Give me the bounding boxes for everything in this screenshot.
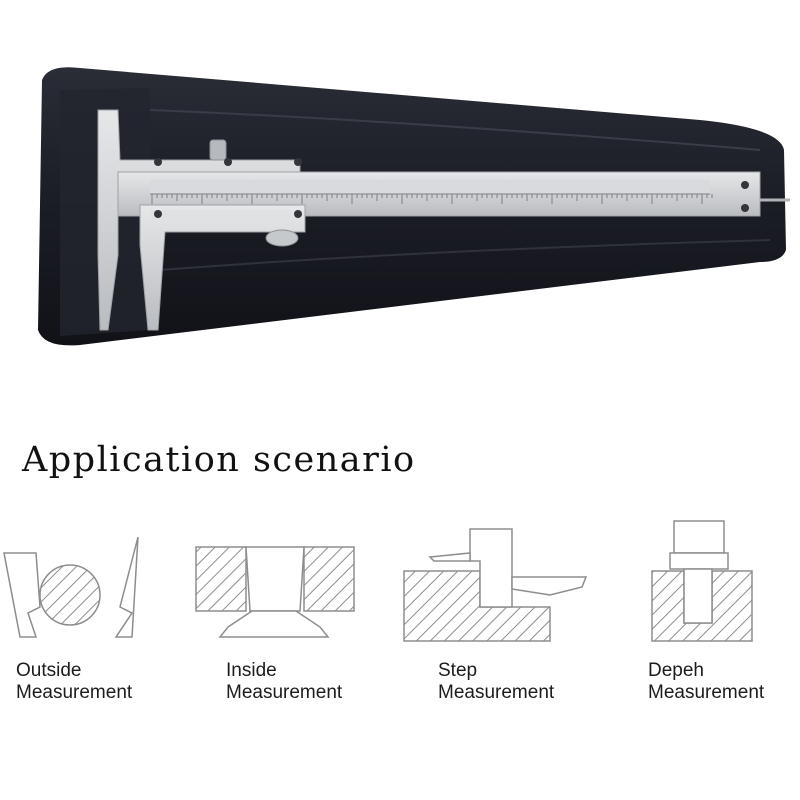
step-measurement-icon (403, 528, 588, 642)
outside-measurement-icon (3, 536, 139, 638)
application-title: Outside (16, 660, 82, 681)
application-outside: Outside Measurement (0, 515, 210, 715)
application-depth: Depeh Measurement (610, 515, 800, 715)
application-subtitle: Measurement (16, 682, 133, 703)
caliper-product-image (38, 67, 790, 346)
beam-scale (150, 193, 713, 204)
application-subtitle: Measurement (438, 682, 555, 703)
depth-measurement-icon (651, 520, 753, 642)
application-subtitle: Measurement (648, 682, 765, 703)
section-title: Application scenario (22, 440, 416, 480)
application-step: Step Measurement (400, 515, 610, 715)
application-title: Depeh (648, 660, 704, 681)
application-inside: Inside Measurement (190, 515, 400, 715)
application-subtitle: Measurement (226, 682, 343, 703)
application-title: Inside (226, 660, 277, 681)
inside-measurement-icon (195, 546, 355, 638)
fixed-jaw (97, 109, 301, 331)
application-title: Step (438, 660, 478, 681)
